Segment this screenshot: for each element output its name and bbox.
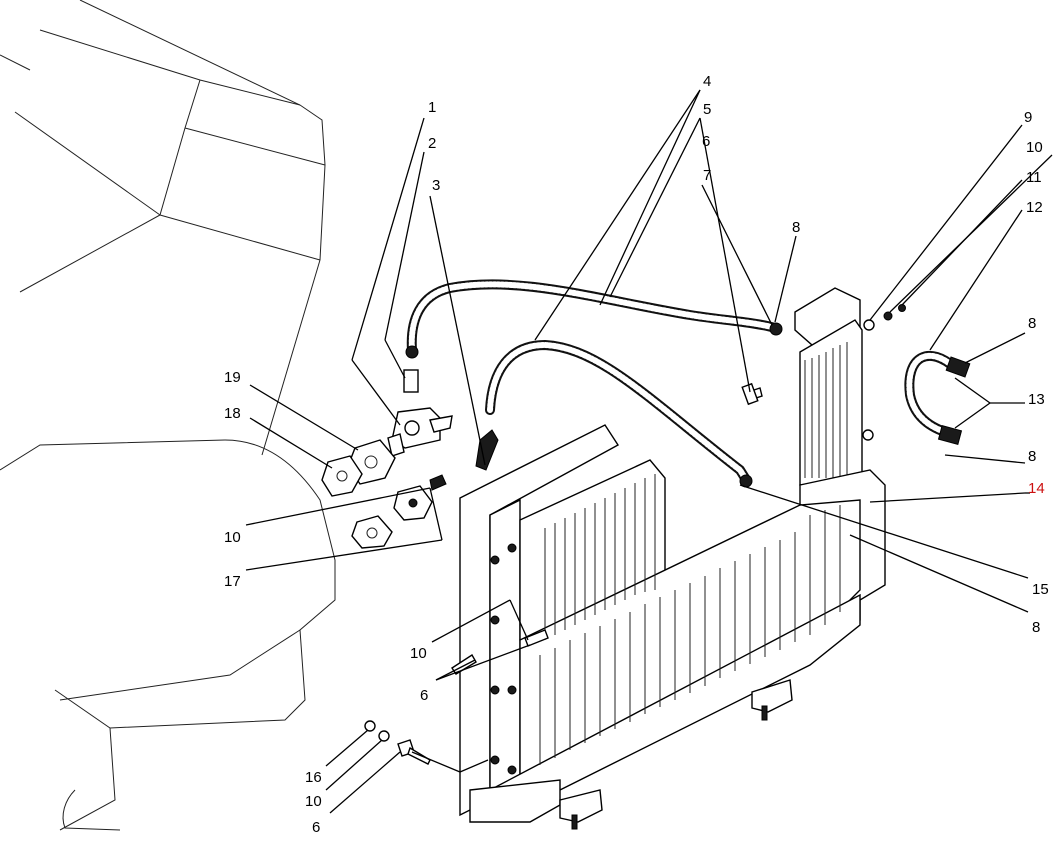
callout-2: 2 — [428, 135, 436, 152]
callout-10-right: 10 — [1026, 139, 1043, 156]
callout-12: 12 — [1026, 199, 1043, 216]
callout-18: 18 — [224, 405, 241, 422]
lower-hose — [475, 339, 753, 488]
callout-5: 5 — [703, 101, 711, 118]
upper-core-fins — [544, 474, 656, 640]
callout-11: 11 — [1026, 169, 1042, 186]
callout-6-top: 6 — [702, 133, 710, 150]
callout-10-left: 10 — [224, 529, 241, 546]
loose-fasteners — [364, 382, 759, 765]
callout-4: 4 — [703, 73, 711, 90]
callout-13: 13 — [1028, 391, 1045, 408]
callout-labels: 1 2 3 4 5 6 7 8 9 10 11 12 8 13 8 14 19 … — [224, 73, 1049, 836]
callout-14: 14 — [1028, 480, 1045, 497]
callout-6-mid: 6 — [420, 687, 428, 704]
callout-8-hose-top: 8 — [1028, 315, 1036, 332]
callout-8-hose-bottom: 8 — [1028, 448, 1036, 465]
radiator-top-bracket — [747, 287, 906, 486]
lower-core-fins — [539, 505, 841, 765]
callout-17: 17 — [224, 573, 241, 590]
callout-15: 15 — [1032, 581, 1049, 598]
callout-8-top: 8 — [792, 219, 800, 236]
callout-1: 1 — [428, 99, 436, 116]
callout-9: 9 — [1024, 109, 1032, 126]
bypass-hose — [904, 350, 971, 445]
callout-19: 19 — [224, 369, 241, 386]
callout-10-bottom: 10 — [305, 793, 322, 810]
radiator-core — [459, 424, 886, 830]
drain-valve-fittings — [387, 369, 453, 457]
upper-hose — [405, 279, 783, 359]
callout-8-bottom: 8 — [1032, 619, 1040, 636]
callout-3: 3 — [432, 177, 440, 194]
callout-16: 16 — [305, 769, 322, 786]
leader-lines — [245, 89, 1053, 814]
flange-gaskets — [321, 439, 447, 549]
callout-6-bottom: 6 — [312, 819, 320, 836]
cab-outline — [0, 0, 336, 831]
callout-7: 7 — [703, 167, 711, 184]
callout-10-mid: 10 — [410, 645, 427, 662]
